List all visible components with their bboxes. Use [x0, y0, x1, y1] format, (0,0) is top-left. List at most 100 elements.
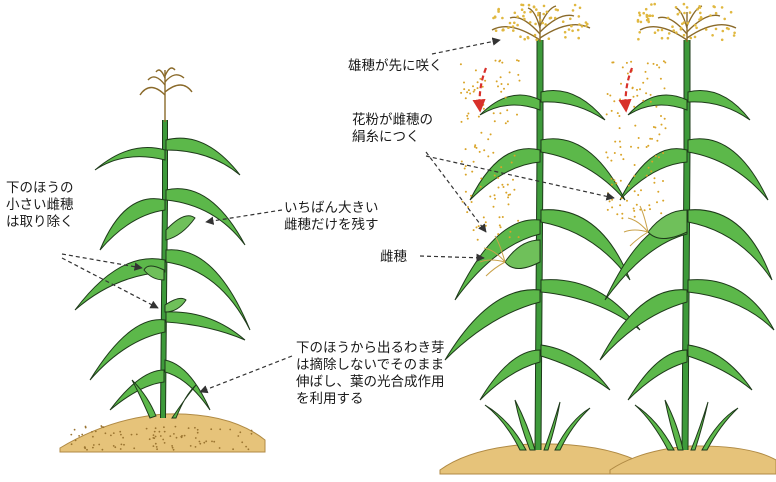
texture-dot — [492, 151, 495, 154]
texture-dot — [649, 137, 652, 140]
texture-dot — [537, 13, 540, 17]
texture-dot — [194, 446, 197, 448]
texture-dot — [720, 38, 724, 42]
texture-dot — [464, 148, 467, 151]
texture-dot — [610, 109, 613, 112]
texture-dot — [549, 16, 553, 20]
texture-dot — [163, 430, 166, 433]
label-pollen-on-silk: 花粉が雌穂の 絹糸につく — [352, 112, 433, 145]
texture-dot — [497, 7, 501, 11]
texture-dot — [509, 230, 512, 233]
texture-dot — [659, 77, 662, 80]
texture-dot — [477, 115, 480, 118]
texture-dot — [642, 11, 645, 15]
texture-dot — [571, 9, 575, 12]
texture-dot — [532, 5, 536, 9]
middle-tassel-pollen — [492, 3, 589, 41]
texture-dot — [478, 150, 481, 153]
texture-dot — [527, 3, 531, 7]
texture-dot — [645, 15, 649, 18]
right-corn-plant — [599, 2, 776, 475]
texture-dot — [664, 61, 667, 64]
texture-dot — [693, 35, 697, 39]
texture-dot — [681, 22, 684, 26]
texture-dot — [656, 201, 658, 204]
texture-dot — [500, 166, 503, 169]
texture-dot — [163, 442, 166, 444]
texture-dot — [649, 100, 652, 103]
texture-dot — [679, 27, 683, 31]
texture-dot — [512, 178, 514, 181]
texture-dot — [154, 442, 157, 445]
texture-dot — [492, 112, 495, 115]
texture-dot — [497, 186, 500, 189]
texture-dot — [651, 137, 653, 140]
right-side-shoots — [634, 399, 739, 451]
texture-dot — [640, 189, 642, 192]
texture-dot — [685, 6, 689, 9]
texture-dot — [660, 123, 663, 126]
texture-dot — [502, 186, 505, 188]
texture-dot — [694, 23, 697, 27]
left-side-shoots — [131, 379, 197, 419]
texture-dot — [638, 11, 641, 15]
texture-dot — [183, 434, 186, 437]
texture-dot — [245, 445, 248, 448]
leader-tassel-first — [431, 37, 501, 55]
texture-dot — [647, 144, 650, 147]
texture-dot — [73, 428, 76, 431]
texture-dot — [494, 29, 498, 32]
texture-dot — [610, 177, 613, 180]
texture-dot — [74, 439, 77, 442]
texture-dot — [472, 229, 475, 232]
texture-dot — [476, 87, 479, 90]
texture-dot — [667, 32, 671, 35]
texture-dot — [610, 159, 613, 162]
texture-dot — [633, 215, 636, 218]
middle-leaves — [444, 90, 641, 401]
texture-dot — [720, 6, 724, 9]
leader-keep-largest — [205, 209, 283, 225]
texture-dot — [616, 213, 619, 216]
texture-dot — [467, 112, 470, 115]
texture-dot — [512, 29, 515, 32]
texture-dot — [584, 21, 588, 24]
texture-dot — [122, 436, 124, 439]
label-tassel-blooms-first: 雄穂が先に咲く — [348, 58, 443, 74]
texture-dot — [634, 124, 637, 127]
texture-dot — [672, 29, 675, 32]
texture-dot — [508, 21, 512, 25]
texture-dot — [537, 11, 540, 15]
texture-dot — [114, 446, 117, 449]
texture-dot — [187, 427, 190, 429]
middle-tassel — [491, 5, 591, 42]
texture-dot — [733, 31, 736, 35]
texture-dot — [632, 207, 635, 210]
texture-dot — [578, 6, 582, 10]
texture-dot — [120, 443, 123, 446]
texture-dot — [674, 6, 678, 9]
texture-dot — [513, 11, 517, 15]
texture-dot — [482, 107, 485, 110]
texture-dot — [498, 216, 501, 219]
texture-dot — [723, 17, 726, 21]
texture-dot — [471, 170, 474, 173]
texture-dot — [656, 28, 660, 32]
texture-dot — [510, 161, 513, 164]
texture-dot — [556, 8, 559, 12]
texture-dot — [495, 80, 498, 83]
texture-dot — [475, 226, 478, 229]
texture-dot — [569, 17, 572, 21]
texture-dot — [480, 177, 483, 180]
texture-dot — [639, 208, 642, 211]
texture-dot — [213, 440, 216, 443]
texture-dot — [501, 16, 504, 20]
texture-dot — [662, 60, 665, 63]
texture-dot — [618, 127, 621, 130]
texture-dot — [689, 36, 693, 40]
texture-dot — [611, 198, 614, 201]
texture-dot — [229, 428, 232, 431]
texture-dot — [499, 76, 502, 79]
texture-dot — [70, 443, 73, 446]
texture-dot — [649, 208, 651, 211]
